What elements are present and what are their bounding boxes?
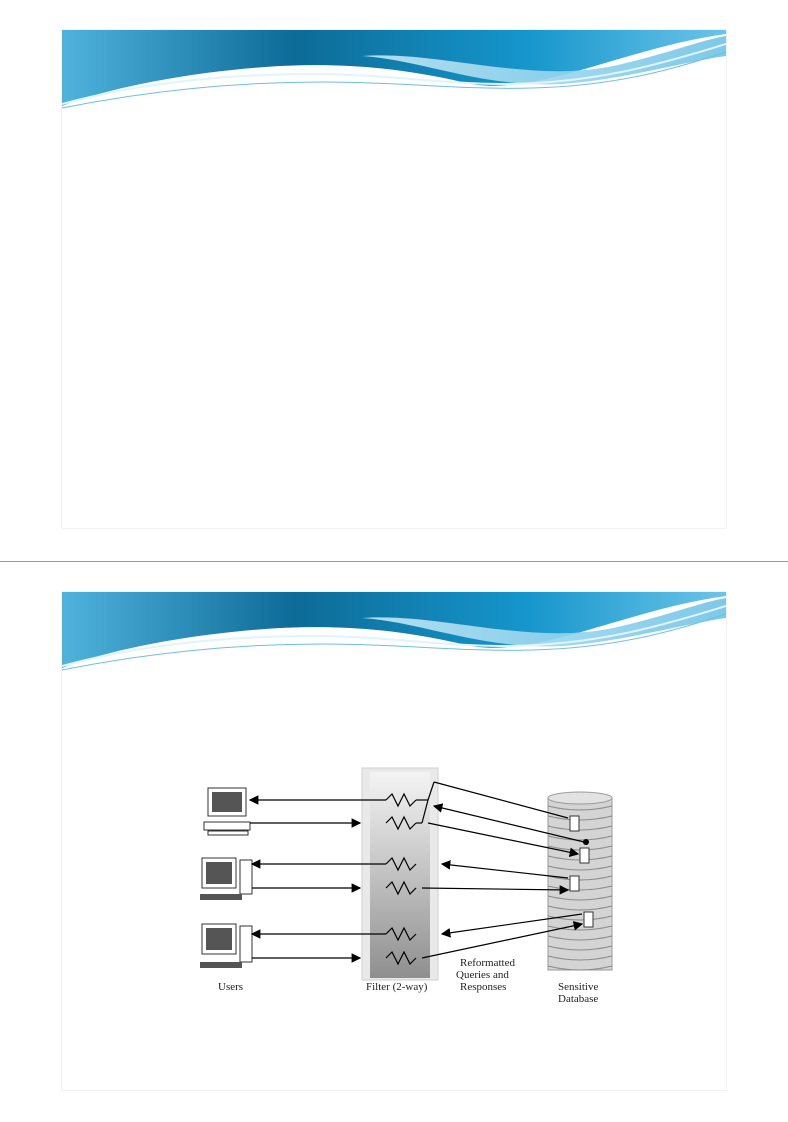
slide-1: [62, 30, 726, 528]
database-icon: [547, 791, 613, 971]
reformatted-label-3: Responses: [460, 981, 506, 993]
computer-icon: [200, 857, 253, 900]
connections: [248, 781, 585, 966]
computer-icon: [200, 923, 253, 968]
reformatted-label-2: Queries and: [456, 969, 509, 981]
filter-diagram: Users Filter (2-way) Reformatted Queries…: [200, 767, 613, 1005]
page-divider: [0, 561, 788, 562]
database-label-2: Database: [558, 993, 598, 1005]
slide-header-wave: [62, 30, 726, 109]
page-bottom: Users Filter (2-way) Reformatted Queries…: [0, 562, 788, 1122]
slide-2: Users Filter (2-way) Reformatted Queries…: [62, 592, 726, 1090]
computer-icon: [203, 787, 251, 836]
reformatted-label-1: Reformatted: [460, 957, 515, 969]
filter-label: Filter (2-way): [366, 981, 428, 993]
filter-inner: [370, 772, 430, 978]
database-label-1: Sensitive: [558, 981, 598, 993]
page-top: [62, 30, 726, 528]
users-label: Users: [218, 981, 243, 993]
